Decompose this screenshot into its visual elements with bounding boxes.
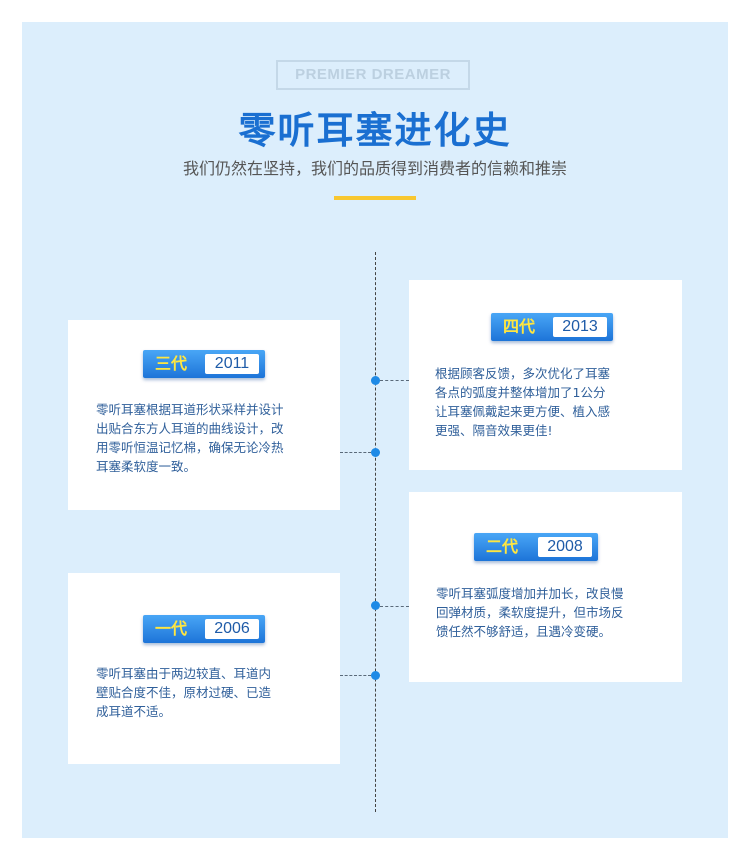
desc-line: 让耳塞佩戴起来更方便、植入感 bbox=[435, 404, 611, 419]
gen-year: 2011 bbox=[205, 354, 259, 374]
gen-desc: 零听耳塞弧度增加并加长，改良慢 回弹材质，柔软度提升，但市场反 馈任然不够舒适，… bbox=[436, 584, 666, 641]
desc-line: 出贴合东方人耳道的曲线设计，改 bbox=[96, 421, 284, 436]
page-subtitle: 我们仍然在坚持，我们的品质得到消费者的信赖和推崇 bbox=[182, 159, 567, 178]
connector-gen1 bbox=[340, 675, 371, 676]
gen-label-gen2: 二代 2008 bbox=[474, 533, 598, 561]
desc-line: 各点的弧度并整体增加了1公分 bbox=[435, 385, 606, 400]
card-gen1: 一代 2006 零听耳塞由于两边较直、耳道内 壁贴合度不佳，原材过硬、已造 成耳… bbox=[68, 573, 340, 764]
timeline-dot-gen1 bbox=[371, 671, 380, 680]
desc-line: 更强、隔音效果更佳! bbox=[435, 423, 553, 438]
desc-line: 成耳道不适。 bbox=[96, 704, 172, 719]
title-divider bbox=[334, 196, 416, 200]
connector-gen3 bbox=[340, 452, 371, 453]
timeline-dot-gen2 bbox=[371, 601, 380, 610]
desc-line: 回弹材质，柔软度提升，但市场反 bbox=[436, 605, 624, 620]
gen-name: 四代 bbox=[503, 317, 536, 336]
card-gen2: 二代 2008 零听耳塞弧度增加并加长，改良慢 回弹材质，柔软度提升，但市场反 … bbox=[409, 492, 682, 682]
page-title: 零听耳塞进化史 bbox=[238, 109, 512, 152]
gen-name: 二代 bbox=[486, 537, 519, 556]
timeline-dot-gen3 bbox=[371, 448, 380, 457]
gen-year: 2006 bbox=[205, 619, 259, 639]
connector-gen2 bbox=[380, 606, 409, 607]
gen-name: 一代 bbox=[155, 619, 188, 638]
brand-badge: PREMIER DREAMER bbox=[276, 60, 470, 90]
desc-line: 壁贴合度不佳，原材过硬、已造 bbox=[96, 685, 272, 700]
card-gen3: 三代 2011 零听耳塞根据耳道形状采样并设计 出贴合东方人耳道的曲线设计，改 … bbox=[68, 320, 340, 510]
desc-line: 用零听恒温记忆棉，确保无论冷热 bbox=[96, 440, 284, 455]
gen-year: 2013 bbox=[553, 317, 607, 337]
desc-line: 零听耳塞弧度增加并加长，改良慢 bbox=[436, 586, 624, 601]
desc-line: 零听耳塞根据耳道形状采样并设计 bbox=[96, 402, 284, 417]
gen-year: 2008 bbox=[538, 537, 592, 557]
timeline-line bbox=[375, 252, 376, 812]
gen-label-gen1: 一代 2006 bbox=[143, 615, 265, 643]
timeline-dot-gen4 bbox=[371, 376, 380, 385]
card-gen4: 四代 2013 根据顾客反馈，多次优化了耳塞 各点的弧度并整体增加了1公分 让耳… bbox=[409, 280, 682, 470]
gen-label-gen4: 四代 2013 bbox=[491, 313, 613, 341]
gen-label-gen3: 三代 2011 bbox=[143, 350, 265, 378]
desc-line: 耳塞柔软度一致。 bbox=[96, 459, 197, 474]
gen-name: 三代 bbox=[155, 354, 188, 373]
gen-desc: 零听耳塞根据耳道形状采样并设计 出贴合东方人耳道的曲线设计，改 用零听恒温记忆棉… bbox=[96, 400, 326, 476]
desc-line: 根据顾客反馈，多次优化了耳塞 bbox=[435, 366, 611, 381]
gen-desc: 零听耳塞由于两边较直、耳道内 壁贴合度不佳，原材过硬、已造 成耳道不适。 bbox=[96, 664, 326, 721]
connector-gen4 bbox=[380, 380, 409, 381]
gen-desc: 根据顾客反馈，多次优化了耳塞 各点的弧度并整体增加了1公分 让耳塞佩戴起来更方便… bbox=[435, 364, 665, 440]
desc-line: 馈任然不够舒适，且遇冷变硬。 bbox=[436, 624, 612, 639]
desc-line: 零听耳塞由于两边较直、耳道内 bbox=[96, 666, 272, 681]
